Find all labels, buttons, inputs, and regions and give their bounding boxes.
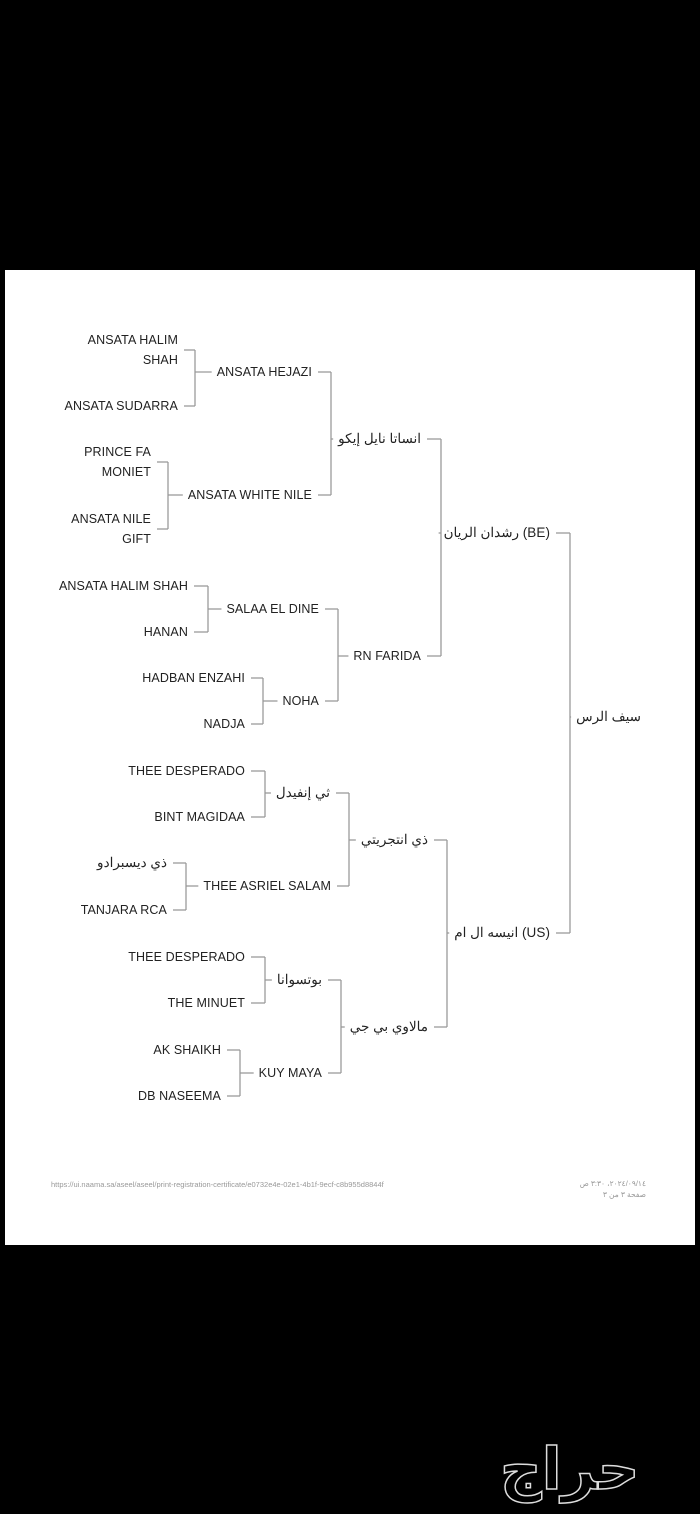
- pedigree-horse-name: سيف الرس: [576, 709, 641, 724]
- pedigree-horse-name: رشدان الريان (BE): [443, 525, 550, 540]
- pedigree-horse-name: ANSATA HEJAZI: [216, 365, 312, 379]
- haraj-watermark-logo: حراج: [499, 1434, 640, 1504]
- pedigree-horse-name: انساتا نايل إيكو: [338, 431, 421, 446]
- footer-datetime: ٢٠٢٤/٠٩/١٤، ٣:٣٠ ص: [579, 1179, 646, 1188]
- pedigree-horse-name: KUY MAYA: [258, 1066, 322, 1080]
- pedigree-horse-name: NADJA: [203, 717, 245, 731]
- pedigree-horse-name: ثي إنفيدل: [275, 785, 330, 800]
- pedigree-horse-name: SALAA EL DINE: [226, 602, 319, 616]
- pedigree-horse-name: PRINCE FA MONIET: [84, 445, 151, 479]
- pedigree-horse-name: انيسه ال ام (US): [454, 925, 550, 940]
- pedigree-horse-name: مالاوي بي جي: [349, 1019, 428, 1034]
- pedigree-horse-name: THEE DESPERADO: [128, 950, 245, 964]
- pedigree-horse-name: ذي ديسبرادو: [97, 855, 167, 870]
- pedigree-horse-name: ANSATA HALIM SHAH: [87, 333, 178, 367]
- pedigree-horse-name: ANSATA NILE GIFT: [71, 512, 151, 546]
- pedigree-horse-name: بوتسوانا: [276, 972, 322, 987]
- pedigree-horse-name: ANSATA SUDARRA: [64, 399, 178, 413]
- pedigree-certificate-page: [5, 270, 695, 1245]
- pedigree-horse-name: AK SHAIKH: [153, 1043, 221, 1057]
- pedigree-horse-name: ذي انتجريتي: [360, 832, 428, 847]
- pedigree-horse-name: TANJARA RCA: [80, 903, 167, 917]
- pedigree-horse-name: NOHA: [282, 694, 319, 708]
- pedigree-horse-name: ANSATA HALIM SHAH: [58, 579, 188, 593]
- pedigree-horse-name: THEE DESPERADO: [128, 764, 245, 778]
- pedigree-horse-name: THE MINUET: [167, 996, 245, 1010]
- pedigree-horse-name: RN FARIDA: [353, 649, 421, 663]
- pedigree-horse-name: DB NASEEMA: [138, 1089, 221, 1103]
- footer-page-number: صفحة ٣ من ٣: [602, 1190, 646, 1199]
- pedigree-horse-name: THEE ASRIEL SALAM: [203, 879, 331, 893]
- pedigree-horse-name: BINT MAGIDAA: [154, 810, 245, 824]
- pedigree-horse-name: HADBAN ENZAHI: [142, 671, 245, 685]
- pedigree-horse-name: HANAN: [143, 625, 188, 639]
- pedigree-horse-name: ANSATA WHITE NILE: [187, 488, 312, 502]
- footer-url[interactable]: https://ui.naama.sa/aseel/aseel/print-re…: [51, 1180, 384, 1189]
